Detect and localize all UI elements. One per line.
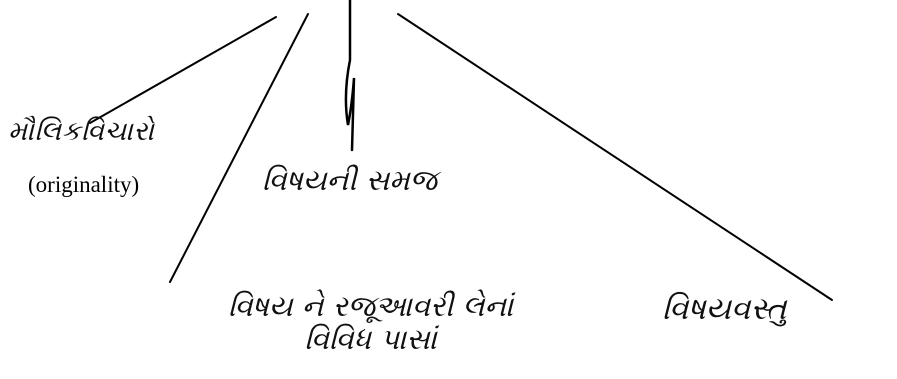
node-aspects-line-2: વિવિધ પાસાં	[304, 322, 437, 357]
node-aspects-label: વિષય ને રજૂઆવરી લેનાં વિવિધ પાસાં	[228, 289, 514, 357]
node-understanding-label: વિષયની સમજ	[262, 163, 438, 197]
connector-line-understanding	[344, 0, 356, 152]
node-content-label: વિષયવસ્તુ	[662, 291, 787, 327]
node-originality-label: મૌલિકવિચારો	[8, 116, 155, 147]
connector-line-originality	[89, 16, 277, 124]
node-originality-sublabel: (originality)	[28, 172, 140, 197]
connector-line-aspects	[169, 13, 309, 283]
node-aspects-line-1: વિષય ને રજૂઆવરી લેનાં	[228, 289, 514, 323]
connector-line-content	[397, 13, 833, 301]
